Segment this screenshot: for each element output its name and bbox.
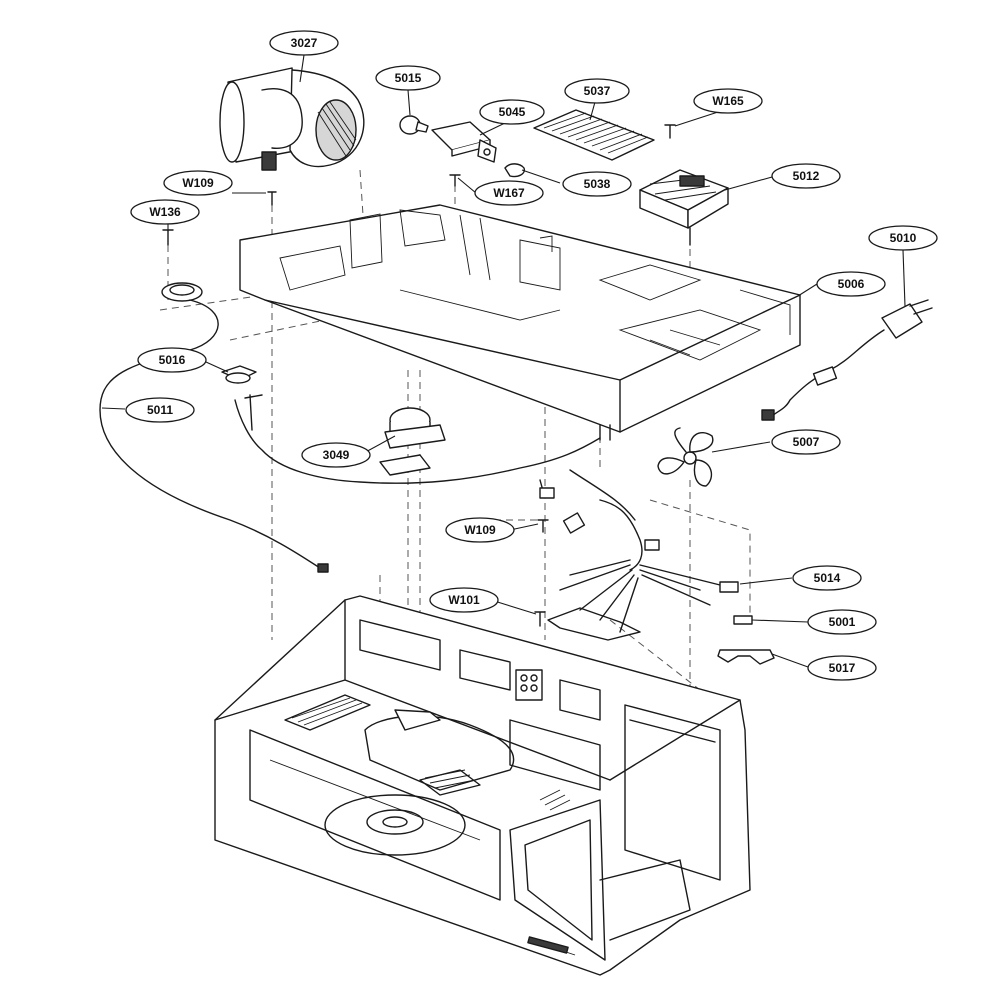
callout-w167: W167 bbox=[474, 180, 544, 206]
screw-w167 bbox=[449, 174, 461, 187]
svg-text:5017: 5017 bbox=[829, 661, 856, 675]
callout-5016: 5016 bbox=[137, 347, 207, 373]
callout-3027: 3027 bbox=[269, 30, 339, 56]
callout-5045: 5045 bbox=[479, 99, 545, 125]
power-cord-part bbox=[761, 299, 933, 421]
screw-w136 bbox=[162, 229, 174, 246]
svg-text:5016: 5016 bbox=[159, 353, 186, 367]
svg-text:5012: 5012 bbox=[793, 169, 820, 183]
svg-text:3027: 3027 bbox=[291, 36, 318, 50]
svg-text:5001: 5001 bbox=[829, 615, 856, 629]
fuse-part bbox=[733, 615, 753, 625]
harness-5011-part bbox=[99, 299, 329, 573]
svg-text:5015: 5015 bbox=[395, 71, 422, 85]
transformer-part bbox=[639, 169, 729, 246]
svg-text:W109: W109 bbox=[182, 176, 214, 190]
svg-text:5007: 5007 bbox=[793, 435, 820, 449]
screws bbox=[162, 124, 676, 627]
callout-5010: 5010 bbox=[868, 225, 938, 251]
svg-text:5011: 5011 bbox=[147, 403, 173, 417]
callout-5011: 5011 bbox=[125, 397, 195, 423]
svg-text:5006: 5006 bbox=[838, 277, 865, 291]
grille-part bbox=[533, 109, 655, 161]
callout-5015: 5015 bbox=[375, 65, 441, 91]
cavity-frame-part bbox=[214, 595, 751, 976]
callout-5014: 5014 bbox=[792, 565, 862, 591]
svg-text:5014: 5014 bbox=[814, 571, 841, 585]
callout-5001: 5001 bbox=[807, 609, 877, 635]
svg-text:W165: W165 bbox=[712, 94, 744, 108]
callout-5038: 5038 bbox=[562, 171, 632, 197]
connector-5038-part bbox=[504, 163, 525, 178]
svg-text:5038: 5038 bbox=[584, 177, 611, 191]
callout-5017: 5017 bbox=[807, 655, 877, 681]
screw-w101 bbox=[534, 611, 546, 627]
svg-text:5037: 5037 bbox=[584, 84, 611, 98]
svg-text:W101: W101 bbox=[448, 593, 480, 607]
svg-text:W136: W136 bbox=[149, 205, 181, 219]
callout-w165: W165 bbox=[693, 88, 763, 114]
screw-w165 bbox=[664, 124, 676, 139]
callout-w136: W136 bbox=[130, 199, 200, 225]
callout-5012: 5012 bbox=[771, 163, 841, 189]
screw-w109-mid bbox=[537, 519, 549, 533]
fan-blade-part bbox=[657, 427, 714, 487]
callout-5007: 5007 bbox=[771, 429, 841, 455]
blower-fan-part bbox=[219, 67, 365, 171]
svg-text:5010: 5010 bbox=[890, 231, 917, 245]
callouts: 3027 5015 5045 5037 W165 5038 W167 5012 … bbox=[125, 30, 938, 681]
callout-5006: 5006 bbox=[816, 271, 886, 297]
bracket-part bbox=[717, 649, 775, 665]
svg-text:3049: 3049 bbox=[323, 448, 350, 462]
svg-text:W109: W109 bbox=[464, 523, 496, 537]
screw-w109-top bbox=[267, 191, 277, 206]
main-wire-harness-part bbox=[234, 394, 739, 641]
gasket-ring-part bbox=[161, 282, 203, 302]
motor-part bbox=[379, 407, 446, 476]
lamp-socket-part bbox=[431, 121, 497, 163]
callout-w109-mid: W109 bbox=[445, 517, 515, 543]
lamp-part bbox=[399, 115, 429, 135]
callout-w109-top: W109 bbox=[163, 170, 233, 196]
svg-text:W167: W167 bbox=[493, 186, 525, 200]
base-plate-part bbox=[239, 204, 801, 433]
thermostat-part bbox=[221, 365, 257, 384]
callout-w101: W101 bbox=[429, 587, 499, 613]
svg-text:5045: 5045 bbox=[499, 105, 526, 119]
callout-3049: 3049 bbox=[301, 442, 371, 468]
callout-5037: 5037 bbox=[564, 78, 630, 104]
